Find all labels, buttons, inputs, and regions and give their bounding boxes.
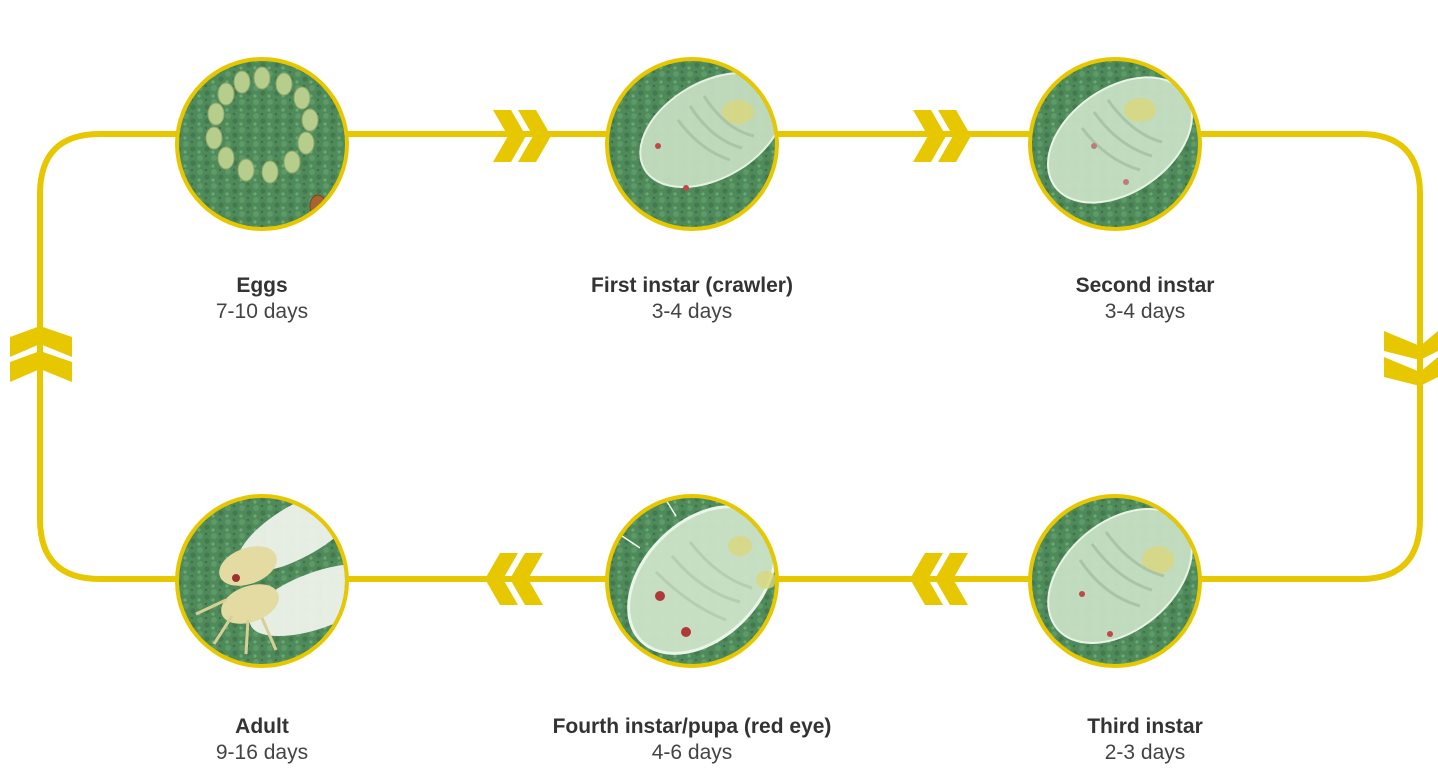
stage-adult-label: Adult 9-16 days xyxy=(92,714,432,767)
stage-second-instar-image xyxy=(1025,52,1216,235)
stage-name: Adult xyxy=(92,714,432,740)
stage-duration: 3-4 days xyxy=(522,299,862,325)
stage-name: Fourth instar/pupa (red eye) xyxy=(522,714,862,740)
arrow-down-icon xyxy=(1384,331,1438,386)
stage-duration: 3-4 days xyxy=(975,299,1315,325)
stage-duration: 9-16 days xyxy=(92,740,432,766)
stage-fourth-instar-label: Fourth instar/pupa (red eye) 4-6 days xyxy=(522,714,862,767)
stage-name: Second instar xyxy=(975,273,1315,299)
stage-adult-image xyxy=(170,472,395,670)
stage-duration: 4-6 days xyxy=(522,740,862,766)
stage-name: Third instar xyxy=(975,714,1315,740)
stage-second-instar-label: Second instar 3-4 days xyxy=(975,273,1315,326)
stage-name: Eggs xyxy=(92,273,432,299)
stage-first-instar-label: First instar (crawler) 3-4 days xyxy=(522,273,862,326)
stage-third-instar-label: Third instar 2-3 days xyxy=(975,714,1315,767)
stage-name: First instar (crawler) xyxy=(522,273,862,299)
stage-eggs-label: Eggs 7-10 days xyxy=(92,273,432,326)
stage-first-instar-image xyxy=(600,49,804,235)
stage-duration: 2-3 days xyxy=(975,740,1315,766)
stage-eggs-image xyxy=(170,55,362,235)
stage-duration: 7-10 days xyxy=(92,299,432,325)
stage-third-instar-image xyxy=(1022,482,1217,670)
stage-fourth-instar-image xyxy=(600,478,804,682)
